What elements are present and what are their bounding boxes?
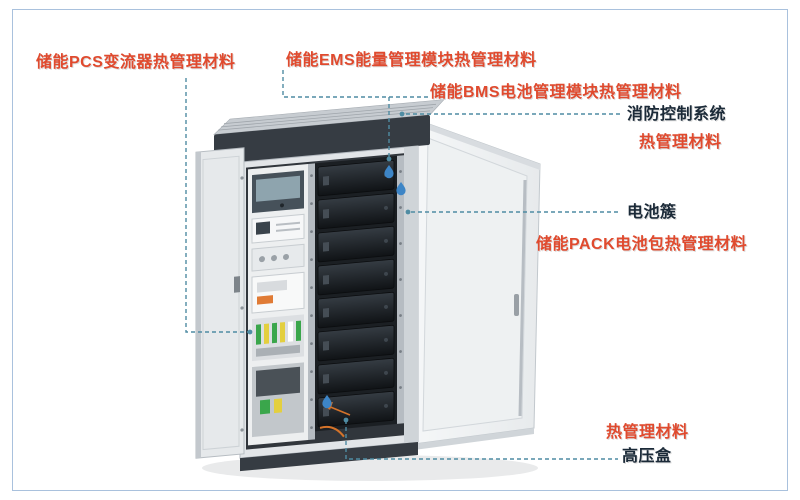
rack-strip-right [397,155,404,424]
leader-dots [247,111,411,423]
breaker-module [251,243,305,272]
cabinet-base [240,441,418,472]
right-door [413,119,541,450]
door-latch-strip [518,179,527,417]
battery-connector [323,176,329,186]
left-door [195,147,245,459]
coolant-droplet-icon [384,165,394,179]
battery-indicator [384,337,388,342]
battery-module [317,291,395,329]
leader-lines [185,70,620,460]
battery-connector [323,242,329,252]
battery-connector [323,209,329,219]
label-pack-material: 储能PACK电池包热管理材料 [536,236,748,253]
label-battery-cluster: 电池簇 [627,204,677,221]
pcs-inverter-module [251,271,305,314]
terminal-block [252,314,304,362]
battery-connector [323,374,329,384]
battery-indicator [384,403,388,408]
battery-connector [323,341,329,351]
pcs-leader-line [185,78,250,333]
battery-indicator [384,304,388,309]
battery-indicator [384,238,388,243]
battery-modules [317,159,395,428]
battery-indicator [384,370,388,375]
battery-module [317,357,395,395]
label-fire-material: 热管理材料 [639,134,722,151]
battery-indicator [384,271,388,276]
label-bms-material: 储能BMS电池管理模块热管理材料 [430,84,682,101]
control-column [248,163,308,446]
cabinet-cap [214,115,430,165]
bottom-compartment [252,362,304,438]
coolant-droplet-icon [396,182,406,196]
battery-connector [323,308,329,318]
battery-indicator [384,205,388,210]
door-handle [514,294,519,316]
rack-strip-left [308,163,315,440]
coolant-droplet-icon [322,395,332,409]
label-hv-box: 高压盒 [622,448,672,465]
label-ems-material: 储能EMS能量管理模块热管理材料 [286,52,537,69]
label-fire-system: 消防控制系统 [627,106,727,123]
battery-module [317,159,395,197]
battery-module [317,390,395,428]
battery-module [317,192,395,230]
hv-cable [319,425,345,438]
label-pcs-material: 储能PCS变流器热管理材料 [36,54,236,71]
cabinet-body [195,99,445,472]
battery-connector [323,407,329,417]
battery-module [317,324,395,362]
battery-module [317,258,395,296]
battery-connector [323,275,329,285]
hvbox-leader-line [345,420,618,460]
label-bottom-material: 热管理材料 [606,424,689,441]
bms-module [251,213,305,244]
ems-bms-leader-line [282,70,428,98]
door-lock [234,276,240,293]
right-inner-wall [404,145,418,444]
battery-module [317,225,395,263]
